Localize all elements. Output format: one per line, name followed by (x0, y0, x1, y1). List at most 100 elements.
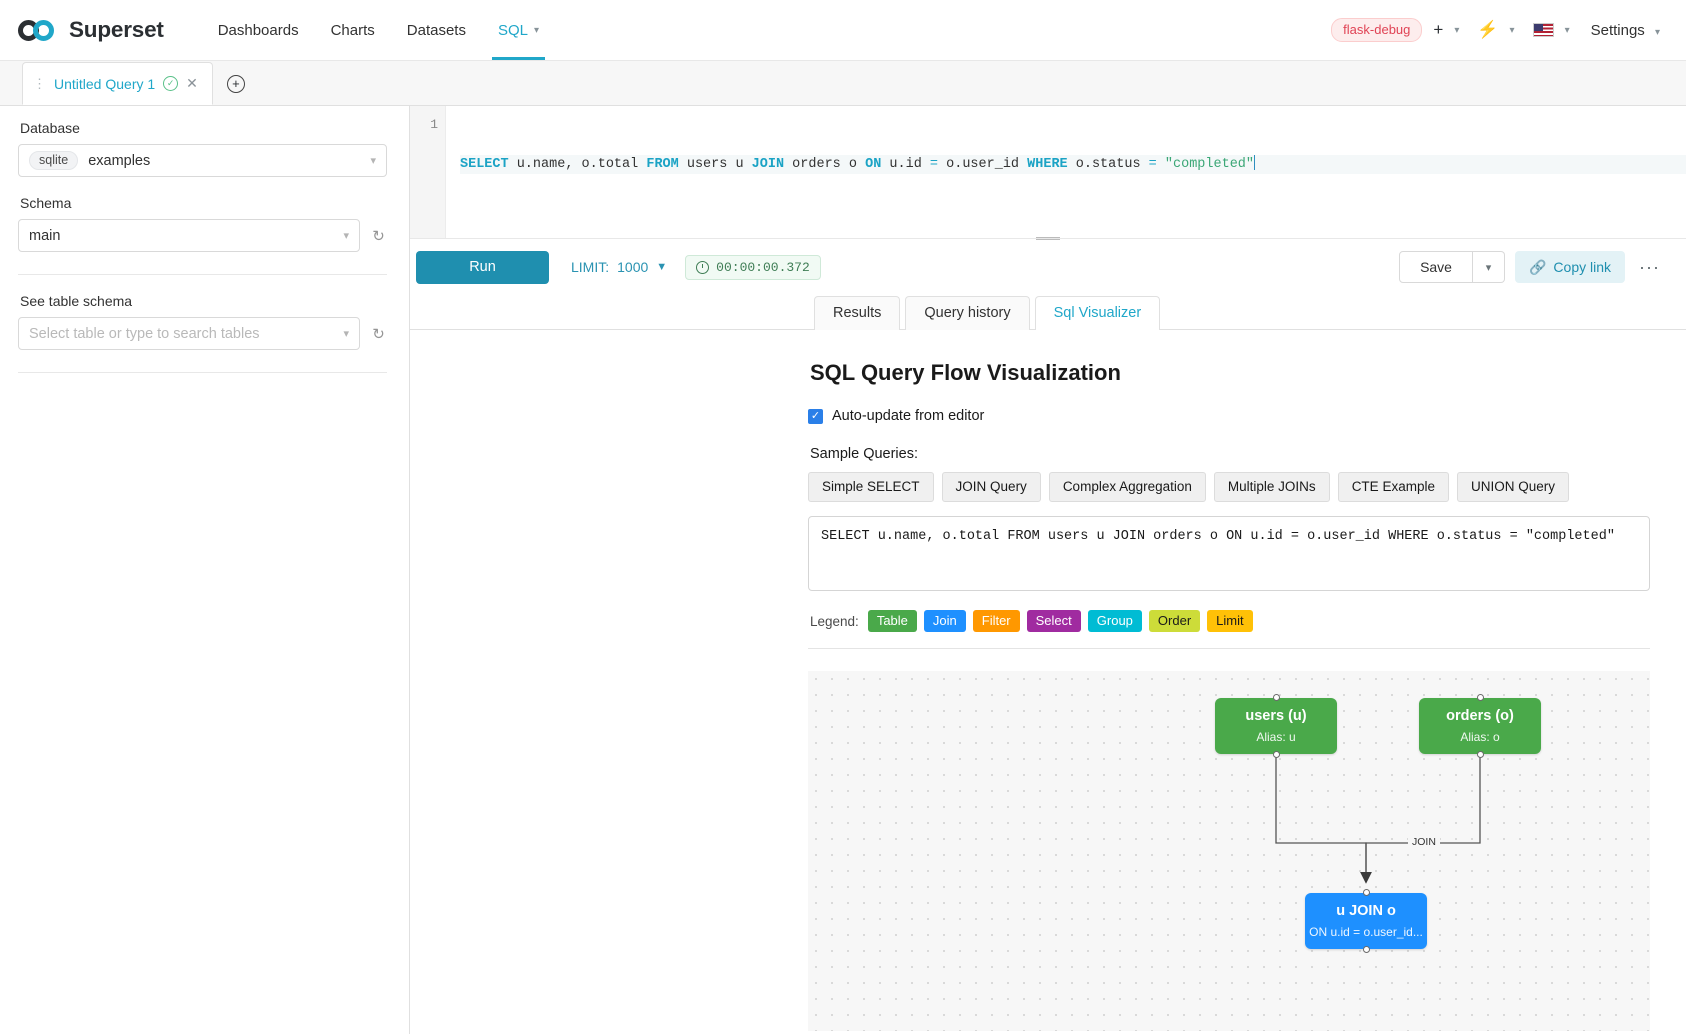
plus-circle-icon: + (226, 74, 245, 93)
database-engine-pill: sqlite (29, 151, 79, 170)
editor-gutter: 1 (410, 106, 446, 238)
refresh-tables-icon[interactable]: ↻ (372, 325, 385, 343)
run-button[interactable]: Run (416, 250, 549, 284)
chevron-down-icon: ▾ (343, 230, 349, 242)
legend-chip-table: Table (867, 610, 917, 632)
flow-node-title: orders (o) (1446, 707, 1514, 724)
settings-menu-button[interactable]: Settings ▾ (1581, 22, 1664, 39)
query-tab-untitled-query-1[interactable]: ⋮ Untitled Query 1 ✓ ✕ (22, 62, 213, 105)
editor-resize-handle[interactable] (410, 230, 1686, 246)
schema-label: Schema (20, 195, 72, 211)
query-flow-canvas[interactable]: users (u)Alias: u orders (o)Alias: o u JOI… (808, 671, 1650, 1031)
visualizer-sql-input[interactable] (808, 516, 1650, 591)
tab-sql-visualizer[interactable]: Sql Visualizer (1034, 296, 1161, 330)
node-port-top[interactable] (1362, 889, 1370, 896)
chevron-down-icon: ▾ (533, 24, 540, 36)
tab-query-history[interactable]: Query history (905, 296, 1030, 330)
database-value: examples (88, 152, 151, 169)
result-tabs-inner: Results Query history Sql Visualizer (814, 295, 1161, 330)
auto-update-checkbox[interactable]: ✓ (808, 408, 823, 424)
link-icon: 🔗 (1528, 258, 1547, 275)
sample-button-simple-select[interactable]: Simple SELECT (808, 472, 934, 502)
clock-icon (696, 260, 710, 274)
language-menu-button[interactable]: ▾ (1526, 19, 1577, 41)
more-options-button[interactable]: ··· (1639, 256, 1660, 277)
table-schema-label: See table schema (20, 293, 133, 309)
settings-label: Settings (1590, 21, 1645, 39)
sample-button-join-query[interactable]: JOIN Query (941, 472, 1041, 502)
superset-brand[interactable]: Superset (18, 17, 164, 43)
save-button[interactable]: Save (1399, 251, 1473, 283)
flow-node-orders[interactable]: orders (o)Alias: o (1419, 694, 1541, 758)
sample-queries-label: Sample Queries: (810, 446, 918, 462)
chevron-down-icon: ▾ (1454, 24, 1460, 36)
sample-button-complex-aggregation[interactable]: Complex Aggregation (1048, 472, 1206, 502)
left-query-panel: Database sqlite examples ▾ Schema main ▾… (0, 106, 410, 1034)
nav-links: Dashboards Charts Datasets SQL ▾ (202, 0, 555, 60)
table-select[interactable]: Select table or type to search tables ▾ (18, 317, 360, 350)
chevron-down-icon: ▾ (343, 328, 349, 340)
refresh-schema-icon[interactable]: ↻ (372, 227, 385, 245)
legend-chip-select: Select (1026, 610, 1081, 632)
tab-sql-visualizer-label: Sql Visualizer (1053, 305, 1142, 321)
tab-results[interactable]: Results (814, 296, 901, 330)
drag-handle-icon[interactable]: ⋮ (33, 76, 46, 91)
node-port-bottom[interactable] (1476, 751, 1484, 758)
sample-queries-row: Simple SELECT JOIN Query Complex Aggrega… (808, 472, 1650, 502)
schema-select[interactable]: main ▾ (18, 219, 360, 252)
run-toolbar: Run LIMIT: 1000 ▼ 00:00:00.372 Save ▾ (410, 239, 1686, 295)
add-query-tab-button[interactable]: + (214, 62, 258, 105)
save-dropdown-button[interactable]: ▾ (1472, 251, 1505, 283)
bolt-menu-button[interactable]: ⚡ ▾ (1470, 16, 1521, 44)
sql-editor[interactable]: 1 SELECT u.name, o.total FROM users u JO… (410, 106, 1686, 240)
left-panel-divider (18, 274, 387, 275)
limit-value: 1000 (617, 259, 649, 275)
flow-node-users[interactable]: users (u)Alias: u (1215, 694, 1337, 758)
flow-edge-orders-to-join (1360, 754, 1481, 884)
table-placeholder: Select table or type to search tables (29, 325, 260, 342)
schema-row: main ▾ ↻ (18, 219, 387, 252)
chevron-down-icon: ▾ (1485, 261, 1492, 274)
timer-value: 00:00:00.372 (716, 259, 810, 275)
plus-icon: + (1433, 20, 1444, 39)
limit-dropdown[interactable]: LIMIT: 1000 ▼ (571, 259, 667, 275)
sample-button-cte-example[interactable]: CTE Example (1337, 472, 1449, 502)
nav-link-charts[interactable]: Charts (315, 0, 391, 60)
sample-button-union-query[interactable]: UNION Query (1456, 472, 1569, 502)
legend-chip-limit: Limit (1207, 610, 1253, 632)
node-port-top[interactable] (1476, 694, 1484, 701)
close-icon[interactable]: ✕ (186, 75, 198, 91)
flow-edge-label: JOIN (1408, 835, 1440, 849)
nav-link-datasets[interactable]: Datasets (391, 0, 482, 60)
superset-logo-icon (18, 17, 60, 43)
auto-update-row: ✓ Auto-update from editor (808, 408, 1650, 424)
flow-node-subtitle: Alias: u (1256, 730, 1296, 745)
flow-edge-users-to-join (1275, 754, 1372, 884)
editor-code-area[interactable]: SELECT u.name, o.total FROM users u JOIN… (446, 106, 1686, 238)
legend-chip-order: Order (1148, 610, 1201, 632)
chevron-down-icon: ▾ (1509, 24, 1515, 36)
legend-label: Legend: (810, 613, 859, 629)
visualizer-left-gutter (410, 360, 808, 1034)
node-port-top[interactable] (1272, 694, 1280, 701)
nav-link-dashboards[interactable]: Dashboards (202, 0, 315, 60)
sample-button-multiple-joins[interactable]: Multiple JOINs (1213, 472, 1330, 502)
legend-chip-filter: Filter (972, 610, 1020, 632)
node-port-bottom[interactable] (1362, 946, 1370, 953)
chevron-down-icon: ▼ (656, 261, 668, 273)
line-number: 1 (430, 117, 438, 132)
copy-link-button[interactable]: 🔗 Copy link (1514, 251, 1626, 283)
flask-debug-badge: flask-debug (1331, 18, 1423, 42)
legend: Legend: Table Join Filter Select Group O… (810, 610, 1650, 632)
tab-query-history-label: Query history (924, 305, 1011, 321)
new-menu-button[interactable]: + ▾ (1426, 16, 1466, 44)
nav-link-sql[interactable]: SQL ▾ (482, 0, 555, 60)
node-port-bottom[interactable] (1272, 751, 1280, 758)
database-select[interactable]: sqlite examples ▾ (18, 144, 387, 177)
editor-code-line: SELECT u.name, o.total FROM users u JOIN… (460, 155, 1686, 174)
chevron-down-icon: ▾ (1654, 26, 1660, 38)
nav-link-dashboards-label: Dashboards (217, 21, 299, 39)
legend-chip-join: Join (923, 610, 966, 632)
